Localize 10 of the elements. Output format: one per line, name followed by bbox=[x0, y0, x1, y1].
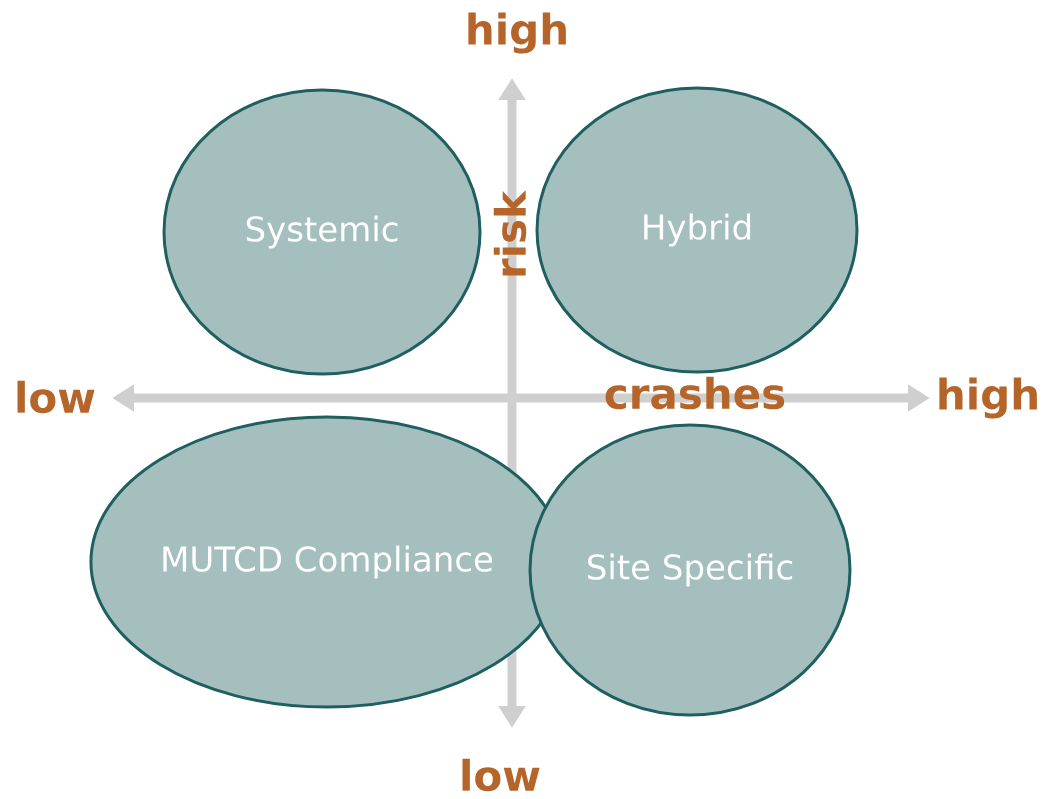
ellipse-node: MUTCD Compliance bbox=[89, 415, 565, 709]
axis-title: crashes bbox=[605, 376, 785, 410]
axis-end-label: low bbox=[17, 380, 95, 414]
axis-title: risk bbox=[493, 190, 527, 276]
ellipse-node: Systemic bbox=[162, 88, 482, 376]
axis-end-label: high bbox=[468, 12, 566, 54]
ellipse-node: Hybrid bbox=[535, 86, 859, 374]
axis-end-label: high bbox=[939, 377, 1037, 419]
axis-end-label: low bbox=[462, 758, 540, 792]
ellipse-node: Site Specific bbox=[528, 423, 852, 717]
